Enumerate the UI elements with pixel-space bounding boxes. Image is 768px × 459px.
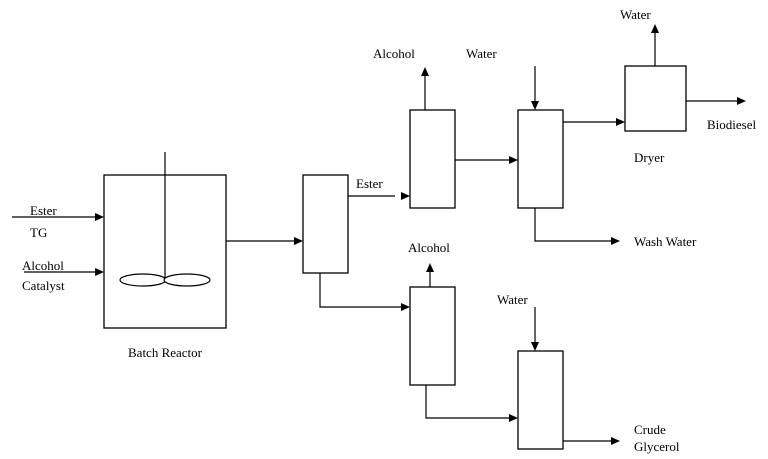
glycerol-water-inlet-label: Water — [497, 292, 528, 307]
separator-column — [302, 174, 349, 274]
reactor-outlet-arrowhead — [294, 237, 303, 245]
biodiesel-label: Biodiesel — [707, 117, 756, 132]
alcohol-feed-label: Alcohol — [22, 258, 64, 273]
dryer-unit — [624, 65, 687, 132]
glycerol-alcohol-recovery-column — [409, 286, 456, 386]
glycerol-to-wash-line — [425, 385, 510, 419]
agitator-blade-left — [119, 273, 167, 287]
top-alcohol-label: Alcohol — [373, 46, 415, 61]
crude-glycerol-outlet-arrowhead — [611, 437, 620, 445]
ester-feed-label: Ester — [30, 203, 57, 218]
bottom-alcohol-label: Alcohol — [408, 240, 450, 255]
wash-water-outlet-arrowhead — [611, 237, 620, 245]
biodiesel-outlet-arrowhead — [737, 97, 746, 105]
dryer-water-label: Water — [620, 7, 651, 22]
crude-label: Crude — [634, 422, 666, 437]
ester-tg-feed-arrowhead — [95, 213, 104, 221]
wash-water-outlet-line — [534, 208, 612, 242]
bottom-alcohol-vent-arrowhead — [426, 263, 434, 272]
glycerol-to-wash-arrowhead — [509, 414, 518, 422]
dryer-label: Dryer — [634, 150, 665, 165]
dryer-water-vent-arrowhead — [651, 24, 659, 33]
glycerol-wash-column — [517, 350, 564, 450]
washed-ester-arrowhead — [616, 118, 625, 126]
batch-reactor-label: Batch Reactor — [128, 345, 203, 360]
alcohol-catalyst-feed-arrowhead — [95, 268, 104, 276]
ester-alcohol-recovery-column — [409, 109, 456, 209]
ester-to-wash-arrowhead — [509, 156, 518, 164]
glycerol-water-inlet-arrowhead — [531, 342, 539, 351]
wash-water-inlet-arrowhead — [531, 101, 539, 110]
glycerol-phase-line — [319, 273, 402, 308]
ester-phase-arrowhead — [401, 192, 410, 200]
tg-feed-label: TG — [30, 225, 47, 240]
ester-phase-label: Ester — [356, 176, 383, 191]
glycerol-label: Glycerol — [634, 439, 680, 454]
catalyst-feed-label: Catalyst — [22, 278, 65, 293]
agitator-blade-right — [163, 273, 211, 287]
wash-column — [517, 109, 564, 209]
wash-water-label: Wash Water — [634, 234, 697, 249]
glycerol-phase-arrowhead — [401, 303, 410, 311]
wash-water-inlet-label: Water — [466, 46, 497, 61]
top-alcohol-vent-arrowhead — [421, 67, 429, 76]
